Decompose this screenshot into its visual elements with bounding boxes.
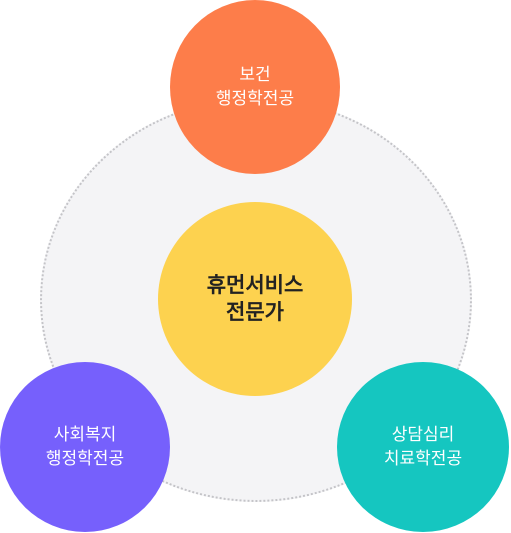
center-label-line1: 휴먼서비스 — [206, 273, 304, 297]
center-node-human-service-expert: 휴먼서비스 전문가 — [158, 202, 352, 396]
node-label-line2: 행정학전공 — [215, 89, 295, 109]
node-label-line2: 행정학전공 — [45, 449, 125, 469]
node-counseling-psychotherapy: 상담심리 치료학전공 — [337, 362, 509, 532]
node-label-line1: 상담심리 — [391, 425, 455, 445]
node-social-welfare-administration: 사회복지 행정학전공 — [0, 362, 170, 532]
node-label-line1: 보건 — [239, 65, 271, 85]
node-health-administration: 보건 행정학전공 — [170, 0, 340, 174]
node-label-line1: 사회복지 — [53, 425, 117, 445]
center-label-line2: 전문가 — [226, 300, 284, 324]
node-label-line2: 치료학전공 — [383, 449, 463, 469]
